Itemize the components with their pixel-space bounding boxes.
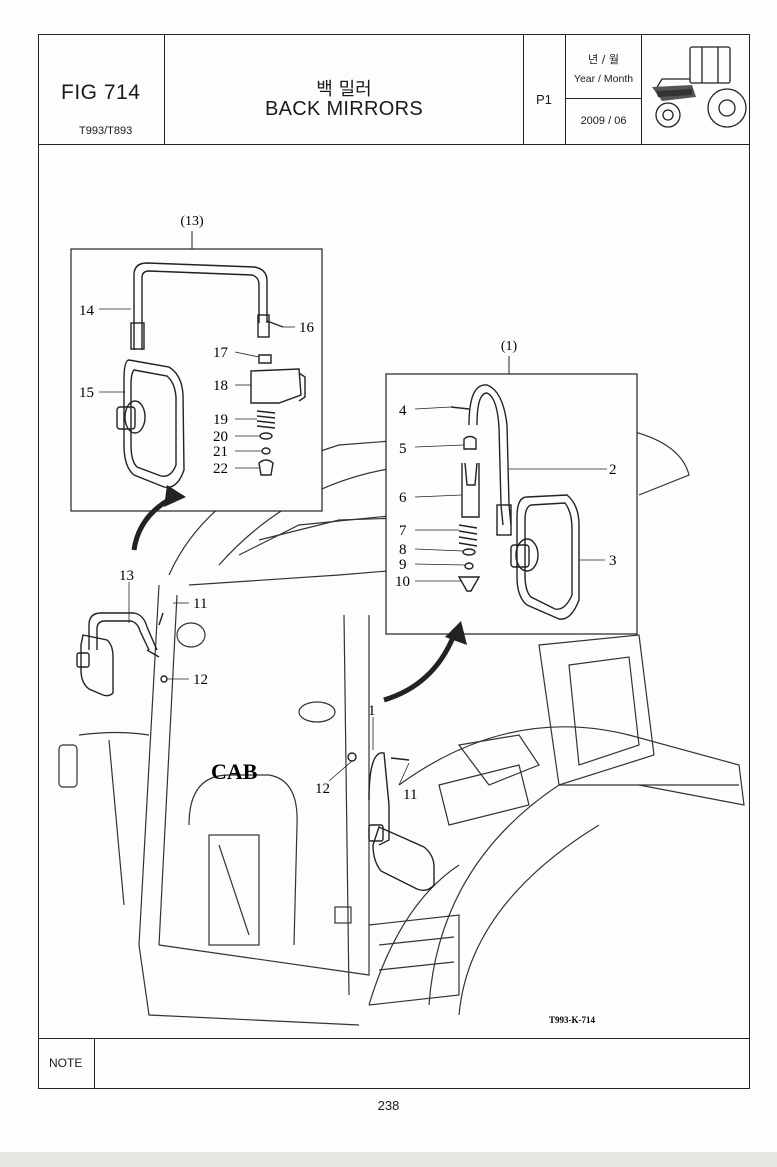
parts-diagram: (13): [58, 214, 745, 1026]
left-inset-box: [70, 248, 323, 512]
svg-text:10: 10: [395, 574, 410, 590]
svg-text:20: 20: [213, 429, 228, 445]
tractor-icon: [652, 46, 747, 128]
svg-text:22: 22: [213, 461, 228, 477]
scan-edge: [0, 1152, 777, 1167]
svg-text:11: 11: [193, 596, 207, 612]
thumbnail-cell: [642, 35, 751, 144]
svg-text:19: 19: [213, 412, 228, 428]
svg-text:6: 6: [399, 490, 407, 506]
left-assembly-label: (13): [180, 214, 204, 229]
page-header: FIG 714 T993/T893 백 밀러 BACK MIRRORS P1 년…: [39, 35, 749, 145]
cab-outline: [58, 424, 745, 1026]
right-leader-lines: [414, 406, 607, 582]
main-callouts: 13 11 12 1 12 11: [119, 568, 417, 803]
cab-label: CAB: [211, 759, 258, 784]
note-label: NOTE: [49, 1056, 83, 1070]
svg-text:11: 11: [403, 787, 417, 803]
left-callouts: 14 15 16 17 18 19 20 21 22: [79, 303, 315, 477]
page-code: P1: [536, 92, 552, 107]
parts-page-frame: FIG 714 T993/T893 백 밀러 BACK MIRRORS P1 년…: [38, 34, 750, 1089]
svg-text:12: 12: [315, 781, 330, 797]
svg-text:16: 16: [299, 320, 315, 336]
left-leader-lines: [99, 308, 295, 469]
note-section: NOTE: [39, 1038, 749, 1088]
exploded-view-drawing: (13): [39, 145, 749, 1037]
model-number: T993/T893: [79, 125, 133, 137]
date-value: 2009 / 06: [580, 115, 627, 127]
svg-text:2: 2: [609, 462, 617, 478]
drawing-code: T993-K-714: [549, 1015, 595, 1025]
date-cell: 년 / 월 Year / Month 2009 / 06: [566, 35, 642, 144]
svg-text:21: 21: [213, 444, 228, 460]
title-english: BACK MIRRORS: [264, 98, 424, 120]
svg-text:7: 7: [399, 523, 407, 539]
page-number: 238: [377, 1098, 400, 1113]
arrow-head-right: [445, 621, 467, 645]
figure-cell: FIG 714 T993/T893: [39, 35, 165, 144]
date-label-english: Year / Month: [573, 73, 634, 85]
svg-text:5: 5: [399, 441, 407, 457]
right-assembly-label: (1): [501, 339, 518, 354]
svg-text:9: 9: [399, 557, 407, 573]
svg-text:3: 3: [609, 553, 617, 569]
title-korean: 백 밀러: [316, 79, 372, 100]
main-leader-lines: [128, 582, 410, 786]
arrow-to-right-inset: [383, 634, 457, 703]
svg-text:4: 4: [399, 403, 407, 419]
svg-text:12: 12: [193, 672, 208, 688]
right-inset-box: [385, 373, 638, 635]
date-label-korean: 년 / 월: [588, 53, 619, 66]
svg-text:15: 15: [79, 385, 94, 401]
svg-text:8: 8: [399, 542, 407, 558]
page-code-cell: P1: [524, 35, 566, 144]
figure-number: FIG 714: [61, 81, 141, 104]
title-cell: 백 밀러 BACK MIRRORS: [165, 35, 524, 144]
note-label-cell: NOTE: [39, 1039, 95, 1088]
svg-text:13: 13: [119, 568, 134, 584]
right-callouts: 4 5 6 7 8 9 10 2 3: [395, 403, 617, 590]
svg-text:17: 17: [213, 345, 229, 361]
date-label: 년 / 월 Year / Month: [566, 35, 641, 99]
main-mirrors: [76, 612, 435, 892]
svg-text:18: 18: [213, 378, 228, 394]
right-mirror-parts: [450, 384, 580, 620]
arrow-head-left: [164, 485, 186, 507]
svg-text:1: 1: [368, 703, 376, 719]
svg-text:14: 14: [79, 303, 95, 319]
left-mirror-parts: [116, 262, 306, 489]
